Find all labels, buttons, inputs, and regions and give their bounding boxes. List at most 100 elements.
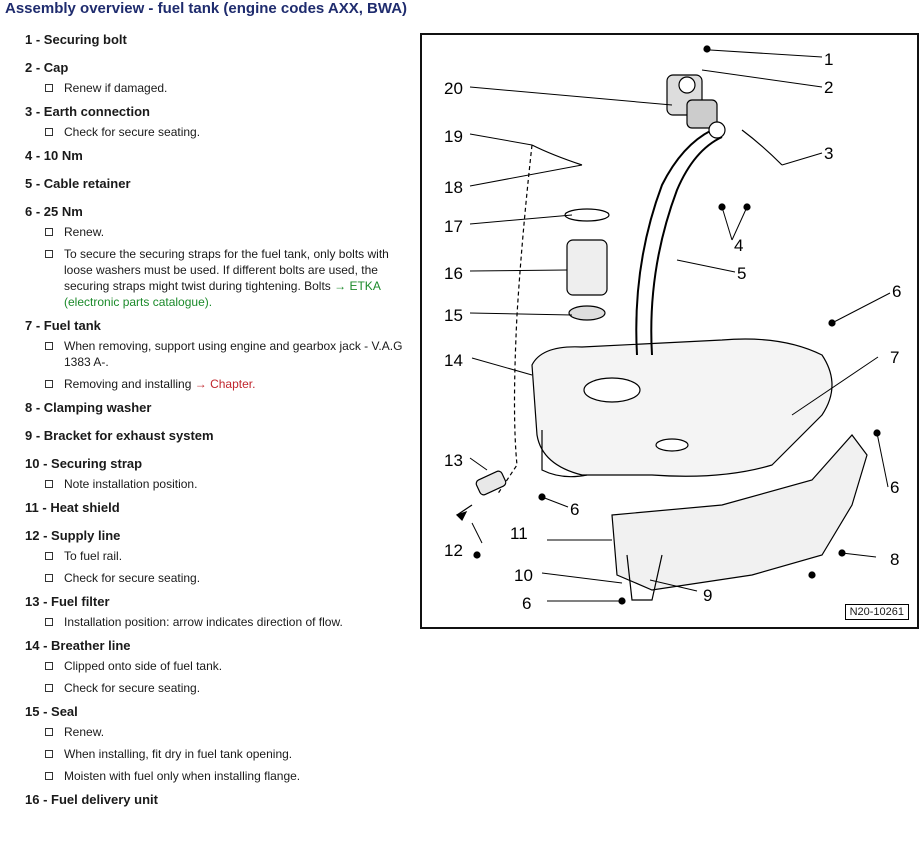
item-number: 16	[25, 792, 40, 807]
list-item: 11 - Heat shield	[25, 500, 120, 515]
item-number: 10	[25, 456, 40, 471]
item-label: Seal	[51, 704, 78, 719]
list-item: 3 - Earth connection Check for secure se…	[25, 102, 410, 140]
checkbox-bullet-icon	[45, 728, 53, 736]
callout-12: 12	[444, 541, 463, 560]
list-item: 5 - Cable retainer	[25, 176, 131, 191]
list-item: 16 - Fuel delivery unit	[25, 792, 158, 807]
item-label: 10 Nm	[43, 148, 83, 163]
sub-note: To secure the securing straps for the fu…	[25, 246, 410, 310]
item-number: 4	[25, 148, 33, 163]
checkbox-bullet-icon	[45, 772, 53, 780]
item-number: 15	[25, 704, 40, 719]
item-number: 13	[25, 594, 40, 609]
page-title: Assembly overview - fuel tank (engine co…	[5, 0, 408, 17]
item-label: Earth connection	[43, 104, 150, 119]
list-item: 1 - Securing bolt	[25, 32, 127, 47]
checkbox-bullet-icon	[45, 380, 53, 388]
sub-note: Renew.	[25, 724, 410, 740]
checkbox-bullet-icon	[45, 342, 53, 350]
callout-8: 8	[890, 550, 899, 569]
item-label: Fuel filter	[51, 594, 110, 609]
callout-19: 19	[444, 127, 463, 146]
item-label: Fuel tank	[43, 318, 101, 333]
list-item: 9 - Bracket for exhaust system	[25, 428, 214, 443]
item-label: 25 Nm	[43, 204, 83, 219]
callout-6: 6	[522, 594, 531, 613]
item-label: Heat shield	[50, 500, 120, 515]
callout-10: 10	[514, 566, 533, 585]
sub-note: When removing, support using engine and …	[25, 338, 410, 370]
item-number: 2	[25, 60, 33, 75]
callout-18: 18	[444, 178, 463, 197]
item-number: 8	[25, 400, 33, 415]
sub-note: Note installation position.	[25, 476, 410, 492]
list-item: 10 - Securing strap Note installation po…	[25, 454, 410, 492]
sub-note: Renew if damaged.	[25, 80, 410, 96]
callout-2: 2	[824, 78, 833, 97]
callout-16: 16	[444, 264, 463, 283]
callout-7: 7	[890, 348, 899, 367]
item-number: 12	[25, 528, 40, 543]
item-label: Clamping washer	[43, 400, 152, 415]
list-item: 12 - Supply line To fuel rail. Check for…	[25, 526, 410, 586]
callout-15: 15	[444, 306, 463, 325]
item-number: 3	[25, 104, 33, 119]
sub-note: Check for secure seating.	[25, 680, 410, 696]
item-number: 11	[25, 500, 39, 515]
callout-3: 3	[824, 144, 833, 163]
callout-9: 9	[703, 586, 712, 605]
callout-20: 20	[444, 79, 463, 98]
item-label: Securing bolt	[43, 32, 127, 47]
callout-17: 17	[444, 217, 463, 236]
exploded-diagram: 1 2 3 4 5 6 7 6 8 9 6 10 11 12 13 14 15 …	[420, 33, 919, 629]
item-label: Cable retainer	[43, 176, 131, 191]
item-number: 9	[25, 428, 33, 443]
sub-note: Check for secure seating.	[25, 124, 410, 140]
checkbox-bullet-icon	[45, 84, 53, 92]
callout-11: 11	[510, 524, 528, 543]
callout-6: 6	[570, 500, 579, 519]
fuel-tank-drawing: 1 2 3 4 5 6 7 6 8 9 6 10 11 12 13 14 15 …	[444, 45, 901, 613]
checkbox-bullet-icon	[45, 552, 53, 560]
checkbox-bullet-icon	[45, 662, 53, 670]
item-number: 14	[25, 638, 40, 653]
callout-5: 5	[737, 264, 746, 283]
sub-note: Moisten with fuel only when installing f…	[25, 768, 410, 784]
parts-list: 1 - Securing bolt 2 - Cap Renew if damag…	[25, 30, 410, 818]
sub-note: Renew.	[25, 224, 410, 240]
callout-1: 1	[824, 50, 833, 69]
checkbox-bullet-icon	[45, 250, 53, 258]
checkbox-bullet-icon	[45, 574, 53, 582]
list-item: 7 - Fuel tank When removing, support usi…	[25, 316, 410, 392]
list-item: 8 - Clamping washer	[25, 400, 152, 415]
sub-note: When installing, fit dry in fuel tank op…	[25, 746, 410, 762]
checkbox-bullet-icon	[45, 128, 53, 136]
etka-link[interactable]: → ETKA (electronic parts catalogue).	[64, 279, 381, 309]
callout-6: 6	[890, 478, 899, 497]
item-label: Fuel delivery unit	[51, 792, 158, 807]
callout-6: 6	[892, 282, 901, 301]
item-label: Supply line	[51, 528, 121, 543]
checkbox-bullet-icon	[45, 750, 53, 758]
list-item: 15 - Seal Renew. When installing, fit dr…	[25, 702, 410, 784]
item-label: Securing strap	[51, 456, 143, 471]
item-number: 1	[25, 32, 33, 47]
checkbox-bullet-icon	[45, 480, 53, 488]
item-number: 6	[25, 204, 33, 219]
item-label: Breather line	[51, 638, 131, 653]
figure-id: N20-10261	[844, 604, 909, 620]
item-number: 5	[25, 176, 33, 191]
sub-note: Check for secure seating.	[25, 570, 410, 586]
callout-4: 4	[734, 236, 743, 255]
checkbox-bullet-icon	[45, 684, 53, 692]
item-label: Cap	[43, 60, 69, 75]
checkbox-bullet-icon	[45, 618, 53, 626]
list-item: 6 - 25 Nm Renew. To secure the securing …	[25, 202, 410, 310]
chapter-link[interactable]: → Chapter.	[194, 377, 256, 391]
item-number: 7	[25, 318, 33, 333]
list-item: 14 - Breather line Clipped onto side of …	[25, 636, 410, 696]
checkbox-bullet-icon	[45, 228, 53, 236]
sub-note: Clipped onto side of fuel tank.	[25, 658, 410, 674]
item-label: Bracket for exhaust system	[43, 428, 214, 443]
